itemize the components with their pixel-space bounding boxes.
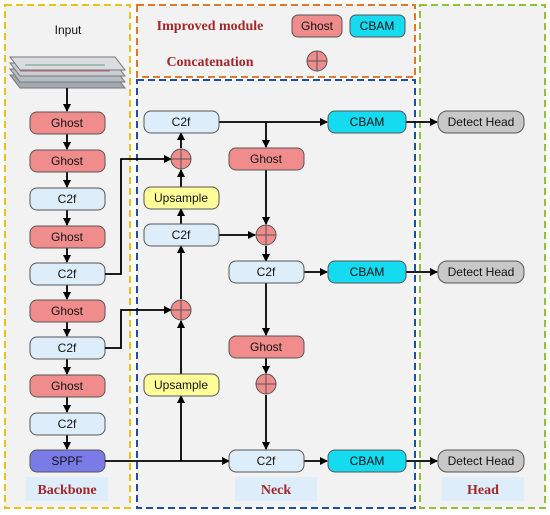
module-label: C2f bbox=[58, 267, 77, 281]
neck-cbam-3: CBAM bbox=[327, 449, 407, 473]
module-label: CBAM bbox=[350, 265, 385, 279]
neck-c2f-right-mid: C2f bbox=[228, 260, 305, 284]
module-label: Detect Head bbox=[448, 115, 515, 129]
connection-lines bbox=[105, 118, 438, 465]
neck-c2f-mid: C2f bbox=[143, 223, 220, 247]
neck-upsample-bottom: Upsample bbox=[143, 373, 220, 397]
legend-improved-module-label: Improved module bbox=[157, 19, 264, 34]
backbone-module-ghost-4: Ghost bbox=[29, 299, 106, 323]
backbone-module-ghost-1: Ghost bbox=[29, 111, 106, 135]
module-label: SPPF bbox=[51, 454, 82, 468]
head-title: Head bbox=[467, 483, 499, 498]
head-panel bbox=[419, 4, 546, 509]
neck-cbam-2: CBAM bbox=[327, 260, 407, 284]
legend-ghost-swatch bbox=[291, 14, 343, 38]
module-label: CBAM bbox=[350, 454, 385, 468]
module-label: C2f bbox=[172, 115, 191, 129]
module-label: Detect Head bbox=[448, 454, 515, 468]
detect-head-2: Detect Head bbox=[437, 260, 525, 284]
legend-cbam-swatch bbox=[349, 14, 406, 38]
backbone-module-c2f-3: C2f bbox=[29, 336, 106, 360]
backbone-module-sppf: SPPF bbox=[29, 449, 106, 473]
module-label: Upsample bbox=[154, 191, 208, 205]
concat-right-lower-icon bbox=[255, 373, 277, 395]
backbone-module-c2f-2: C2f bbox=[29, 262, 106, 286]
neck-upsample-top: Upsample bbox=[143, 186, 220, 210]
concat-right-mid-icon bbox=[255, 224, 277, 246]
backbone-title: Backbone bbox=[37, 483, 96, 498]
neck-cbam-1: CBAM bbox=[327, 110, 407, 134]
neck-c2f-top: C2f bbox=[143, 110, 220, 134]
module-label: Ghost bbox=[51, 379, 84, 393]
legend-cbam-label: CBAM bbox=[360, 19, 395, 33]
backbone-module-c2f-4: C2f bbox=[29, 412, 106, 436]
legend-concatenation-label: Concatenation bbox=[166, 55, 253, 70]
backbone-module-ghost-5: Ghost bbox=[29, 374, 106, 398]
backbone-module-ghost-3: Ghost bbox=[29, 225, 106, 249]
neck-c2f-bottom: C2f bbox=[228, 449, 305, 473]
module-label: C2f bbox=[257, 454, 276, 468]
detect-head-3: Detect Head bbox=[437, 449, 525, 473]
module-label: Ghost bbox=[51, 154, 84, 168]
module-label: C2f bbox=[58, 341, 77, 355]
neck-title-bg bbox=[235, 477, 317, 501]
module-label: Ghost bbox=[250, 152, 283, 166]
module-label: Ghost bbox=[250, 340, 283, 354]
detect-head-1: Detect Head bbox=[437, 110, 525, 134]
backbone-module-c2f-1: C2f bbox=[29, 187, 106, 211]
concat-top-icon bbox=[170, 148, 192, 170]
neck-panel bbox=[136, 79, 416, 509]
module-label: CBAM bbox=[350, 115, 385, 129]
neck-ghost-lower: Ghost bbox=[228, 335, 305, 359]
module-label: Detect Head bbox=[448, 265, 515, 279]
module-label: C2f bbox=[257, 265, 276, 279]
module-label: Upsample bbox=[154, 378, 208, 392]
module-label: Ghost bbox=[51, 304, 84, 318]
module-label: Ghost bbox=[51, 116, 84, 130]
backbone-module-ghost-2: Ghost bbox=[29, 149, 106, 173]
concat-left-lower-icon bbox=[170, 299, 192, 321]
module-label: C2f bbox=[58, 192, 77, 206]
module-label: C2f bbox=[58, 417, 77, 431]
module-label: Ghost bbox=[51, 230, 84, 244]
neck-title: Neck bbox=[261, 483, 292, 498]
neck-ghost-upper: Ghost bbox=[228, 147, 305, 171]
head-title-bg bbox=[442, 477, 524, 501]
input-image-stack-icon bbox=[8, 56, 127, 89]
backbone-title-bg bbox=[26, 477, 108, 501]
circle-plus-icon bbox=[306, 50, 328, 72]
legend-ghost-label: Ghost bbox=[301, 19, 334, 33]
input-label: Input bbox=[55, 23, 82, 37]
module-label: C2f bbox=[172, 228, 191, 242]
